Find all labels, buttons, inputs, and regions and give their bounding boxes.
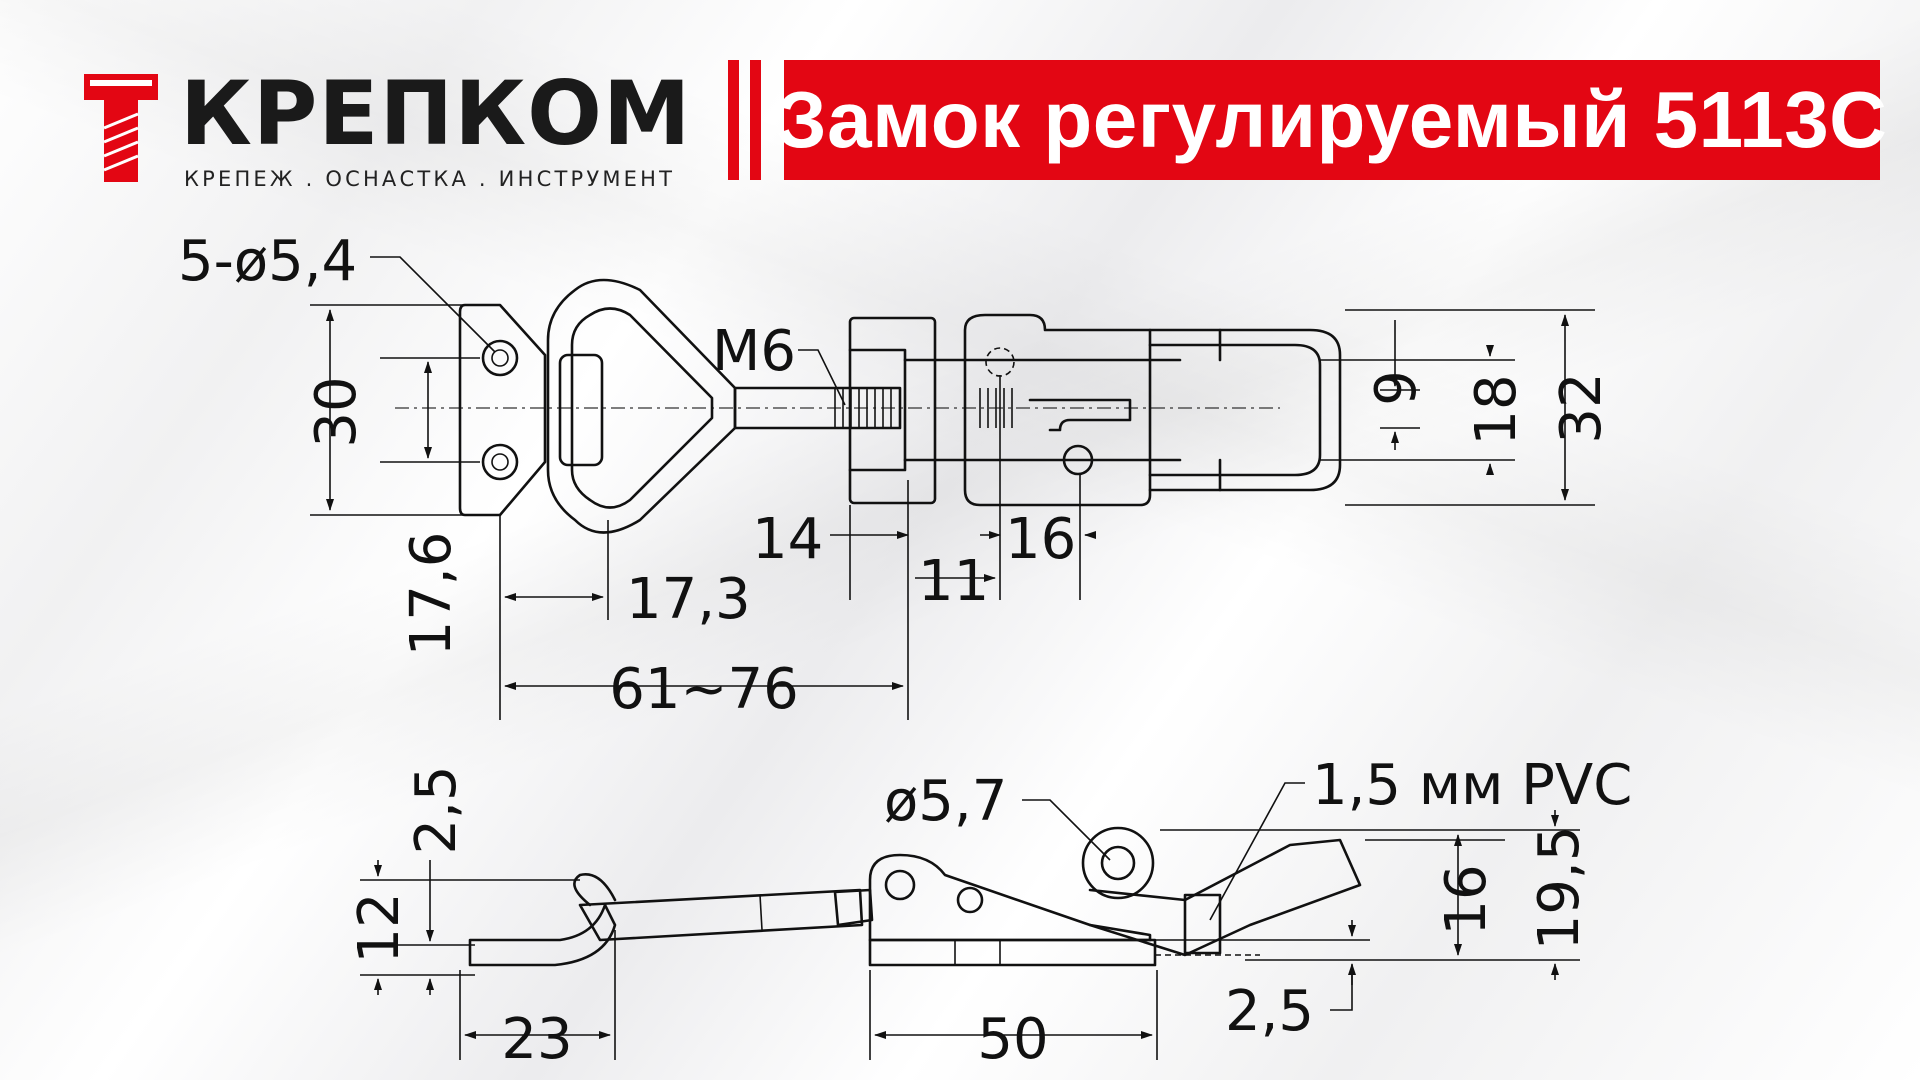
dim-12: 12	[347, 892, 412, 963]
accent-bar	[728, 60, 739, 180]
loop-hinge	[558, 353, 604, 467]
pin-callout: ø5,7	[884, 769, 1007, 834]
dim-19-5: 19,5	[1527, 826, 1592, 951]
title-banner: Замок регулируемый 5113С	[777, 60, 1887, 180]
hook	[468, 903, 617, 967]
dim-30: 30	[304, 376, 369, 447]
hinge-eye	[1081, 826, 1155, 900]
material-callout: 1,5 мм PVC	[1312, 753, 1632, 818]
pivot-pin	[884, 869, 916, 901]
dim-16: 16	[1005, 507, 1076, 572]
dim-50: 50	[977, 1007, 1048, 1072]
leader-line	[798, 349, 846, 406]
leader-line	[370, 256, 496, 353]
side-handle	[1088, 838, 1362, 957]
mounting-hole	[481, 339, 519, 377]
page-title: Замок регулируемый 5113С	[776, 75, 1888, 164]
dim-18: 18	[1464, 374, 1529, 445]
pivot-hole-hidden	[985, 347, 1015, 377]
lever-handle	[1148, 328, 1342, 492]
latch-loop-inner	[570, 307, 714, 509]
mounting-hole-inner	[491, 349, 509, 367]
bolt-icon	[84, 74, 158, 182]
brand-name: КРЕПКОМ	[180, 62, 692, 165]
lever-body	[963, 313, 1152, 507]
side-view: ø5,7 1,5 мм PVC 12 2,5 23 50 16 19,5	[347, 753, 1632, 1072]
dim-9: 9	[1364, 370, 1429, 406]
lever-slot	[1028, 398, 1132, 432]
rod-thread	[833, 888, 874, 927]
brand-logo: КРЕПКОМ КРЕПЕЖ . ОСНАСТКА . ИНСТРУМЕНТ	[82, 64, 691, 204]
hole-callout: 5-ø5,4	[178, 229, 357, 294]
hook-curl	[573, 873, 617, 907]
pivot-hole	[1062, 444, 1094, 476]
brand-tagline: КРЕПЕЖ . ОСНАСТКА . ИНСТРУМЕНТ	[184, 167, 676, 191]
rod-joint	[759, 894, 763, 931]
dim-16-side: 16	[1434, 864, 1499, 935]
dim-17-3: 17,3	[626, 567, 751, 632]
dim-2-5-right: 2,5	[1225, 979, 1314, 1044]
title-accent-bars	[728, 60, 786, 180]
side-lever	[868, 853, 1152, 942]
side-rod	[578, 888, 864, 942]
latch-loop	[546, 278, 737, 534]
side-base	[868, 938, 1157, 967]
threaded-rod	[733, 386, 902, 430]
dimension-line	[1330, 965, 1353, 1011]
pivot-pin	[956, 886, 984, 914]
accent-bar	[750, 60, 761, 180]
dim-11: 11	[918, 549, 989, 614]
dim-17-6: 17,6	[399, 532, 464, 657]
pvc-grip	[1183, 893, 1222, 955]
leader-line	[1022, 799, 1111, 861]
thread-callout: M6	[712, 319, 796, 384]
dim-23: 23	[501, 1007, 572, 1072]
dim-61-76: 61~76	[609, 657, 798, 722]
hinge-pin	[1100, 845, 1136, 881]
dim-2-5-left: 2,5	[404, 765, 469, 854]
mounting-hole-inner	[491, 453, 509, 471]
mounting-hole	[481, 443, 519, 481]
base-bracket-inner	[848, 348, 907, 472]
mounting-plate	[458, 303, 547, 517]
dim-32: 32	[1549, 372, 1614, 443]
base-bracket	[848, 316, 937, 505]
top-view: 5-ø5,4 M6 30 17,6 17,3 61~76 14 11 16	[178, 229, 1614, 722]
lever-handle-inner	[1148, 343, 1322, 477]
dim-14: 14	[752, 507, 823, 572]
leader-line	[1209, 782, 1305, 921]
